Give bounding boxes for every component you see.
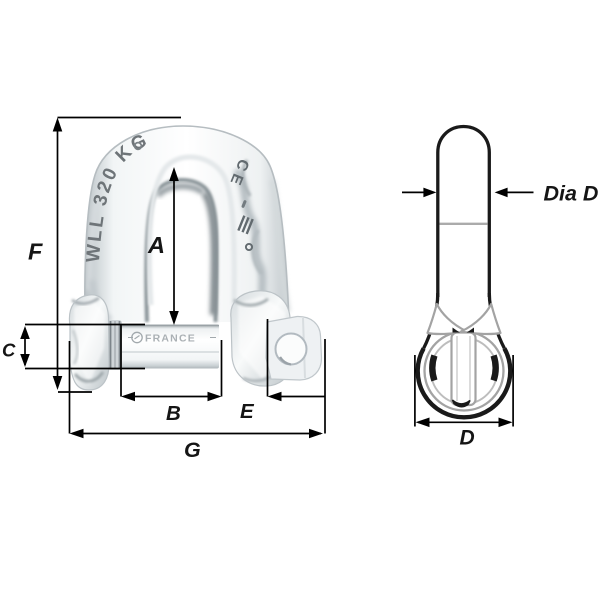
svg-text:B: B [166, 402, 181, 425]
svg-text:G: G [184, 438, 201, 462]
svg-text:F: F [28, 239, 43, 265]
svg-text:D: D [460, 427, 475, 450]
svg-text:C: C [2, 340, 16, 361]
svg-text:Dia D: Dia D [544, 182, 599, 206]
svg-text:E: E [240, 400, 255, 423]
svg-text:A: A [147, 232, 165, 258]
svg-text:FRANCE: FRANCE [145, 333, 196, 345]
